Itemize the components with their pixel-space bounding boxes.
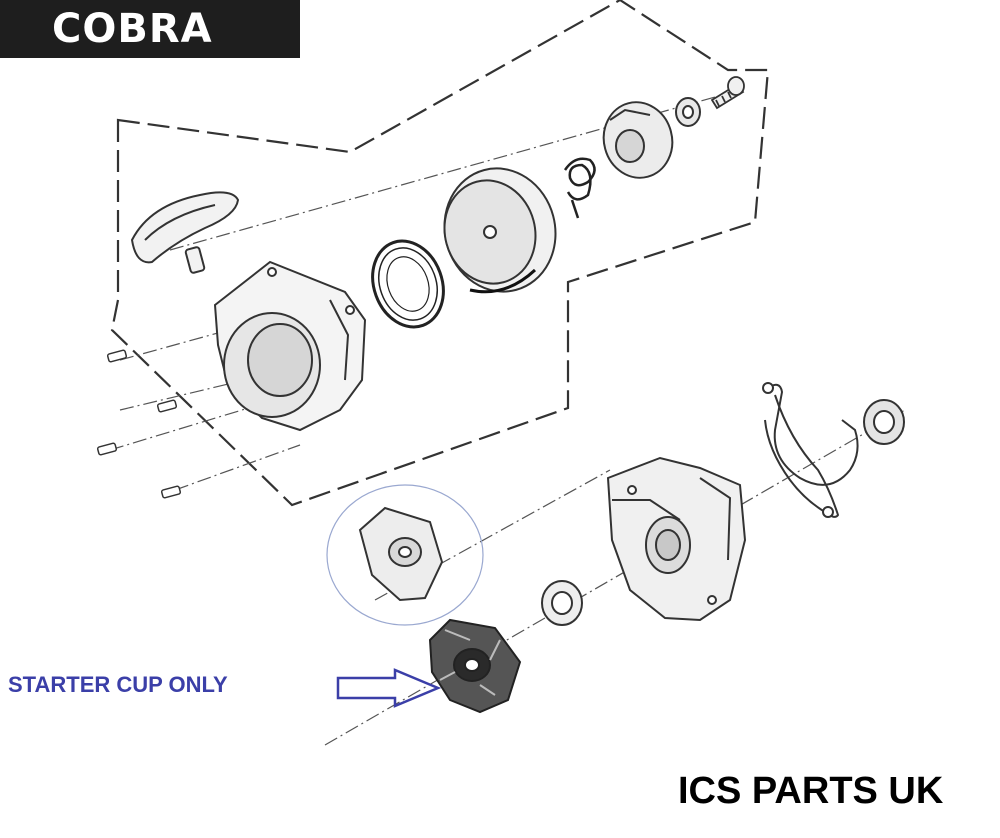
crank-bearing-right — [863, 399, 905, 445]
ics-parts-footer-label: ICS PARTS UK — [678, 770, 944, 812]
pawl-spring — [563, 157, 596, 219]
rope-pulley — [443, 167, 557, 294]
recoil-spring — [371, 239, 445, 329]
housing-screws — [96, 349, 182, 499]
assembly-boundary-dashed — [110, 0, 770, 507]
brand-logo-box: COBRA — [0, 0, 300, 58]
crank-bearing-left — [541, 580, 583, 626]
starter-cup-highlight — [326, 484, 484, 626]
pawl-plate — [602, 101, 674, 179]
starter-cup-callout-label: STARTER CUP ONLY — [8, 672, 228, 697]
brand-logo-text: COBRA — [52, 6, 213, 52]
washer — [675, 97, 701, 127]
callout-arrow — [336, 668, 442, 708]
starter-handle — [130, 191, 240, 274]
recoil-housing — [213, 260, 367, 432]
starter-cup — [428, 618, 522, 714]
gasket — [762, 382, 859, 518]
center-screw — [710, 76, 745, 110]
crankcase — [606, 456, 747, 622]
